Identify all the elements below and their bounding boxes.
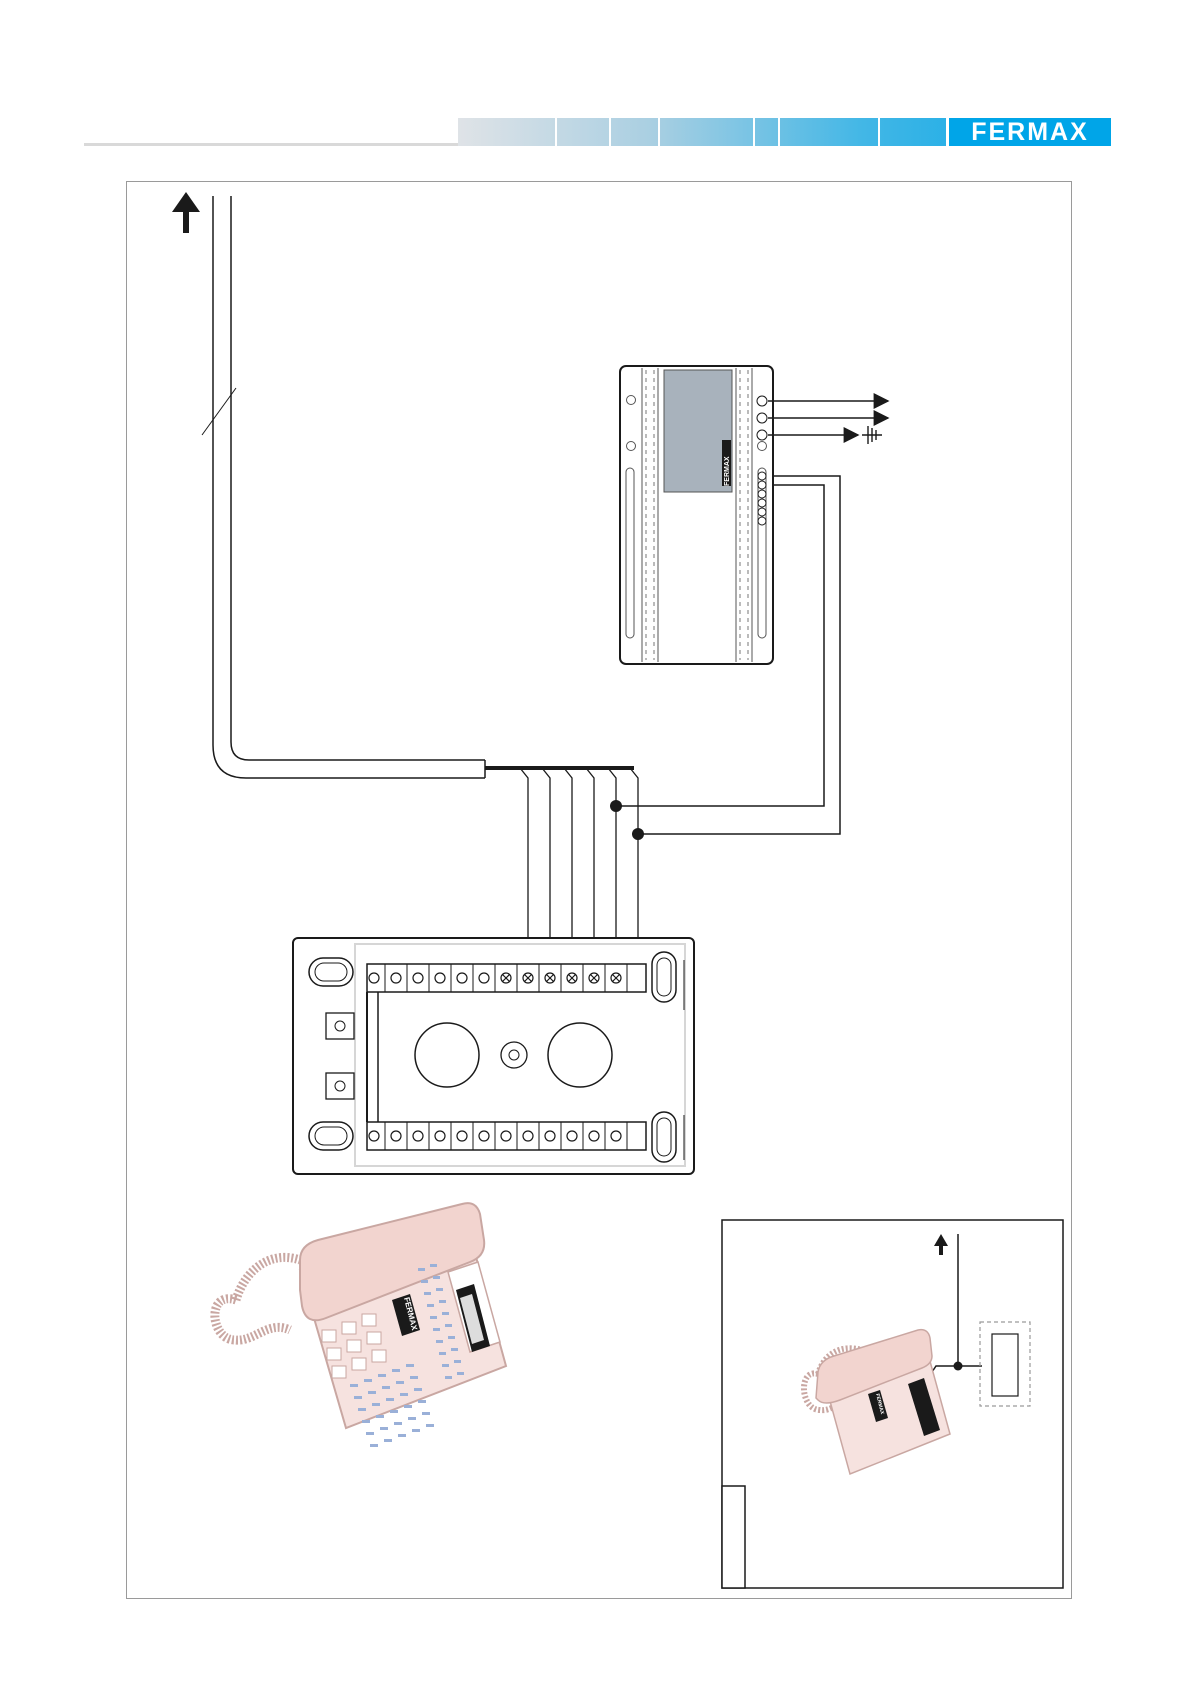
phone-key — [367, 1332, 381, 1344]
phone-function-key — [398, 1434, 406, 1437]
phone-function-key — [378, 1374, 386, 1377]
phone-memory-key — [433, 1276, 440, 1279]
phone-key — [352, 1358, 366, 1370]
phone-memory-key — [442, 1364, 449, 1367]
phone-memory-key — [421, 1280, 428, 1283]
phone-function-key — [386, 1398, 394, 1401]
phone-function-key — [412, 1429, 420, 1432]
phone-key — [372, 1350, 386, 1362]
phone-function-key — [372, 1403, 380, 1406]
phone-memory-key — [451, 1348, 458, 1351]
phone-memory-key — [427, 1304, 434, 1307]
phone-memory-key — [436, 1340, 443, 1343]
phone-memory-key — [430, 1316, 437, 1319]
phone-function-key — [370, 1444, 378, 1447]
phone-function-key — [384, 1439, 392, 1442]
phone-function-key — [418, 1400, 426, 1403]
phone-function-key — [400, 1393, 408, 1396]
phone-memory-key — [448, 1336, 455, 1339]
phone-memory-key — [445, 1376, 452, 1379]
power-supply-unit: FERMAX — [620, 366, 773, 664]
phone-function-key — [426, 1424, 434, 1427]
monitor-connector-base — [293, 938, 694, 1174]
phone-function-key — [392, 1369, 400, 1372]
phone-key — [362, 1314, 376, 1326]
phone-key — [347, 1340, 361, 1352]
phone-function-key — [390, 1410, 398, 1413]
phone-function-key — [422, 1412, 430, 1415]
phone-function-key — [410, 1376, 418, 1379]
bus-wires — [485, 768, 638, 956]
phone-key — [332, 1366, 346, 1378]
riser-cable — [202, 196, 485, 778]
junction-dot — [610, 800, 622, 812]
phone-function-key — [382, 1386, 390, 1389]
psu-logo: FERMAX — [724, 456, 731, 486]
phone-memory-key — [439, 1300, 446, 1303]
phone-function-key — [406, 1364, 414, 1367]
junction-dot — [632, 828, 644, 840]
phone-memory-key — [454, 1360, 461, 1363]
phone-function-key — [404, 1405, 412, 1408]
phone-memory-key — [439, 1352, 446, 1355]
phone-key — [327, 1348, 341, 1360]
phone-function-key — [394, 1422, 402, 1425]
phone-memory-key — [424, 1292, 431, 1295]
inset-panel: FERMAX — [722, 1220, 1063, 1588]
phone-function-key — [354, 1396, 362, 1399]
telephone-handset-illustration: FERMAX — [215, 1203, 506, 1447]
phone-memory-key — [436, 1288, 443, 1291]
phone-function-key — [366, 1432, 374, 1435]
phone-memory-key — [418, 1268, 425, 1271]
phone-function-key — [362, 1420, 370, 1423]
earth-ground-icon — [862, 426, 882, 444]
mains-outputs — [768, 401, 888, 435]
up-arrow-icon — [172, 192, 200, 233]
phone-key — [342, 1322, 356, 1334]
phone-memory-key — [430, 1264, 437, 1267]
phone-function-key — [408, 1417, 416, 1420]
phone-function-key — [358, 1408, 366, 1411]
phone-function-key — [396, 1381, 404, 1384]
phone-function-key — [368, 1391, 376, 1394]
phone-function-key — [364, 1379, 372, 1382]
phone-function-key — [376, 1415, 384, 1418]
phone-key — [322, 1330, 336, 1342]
phone-function-key — [350, 1384, 358, 1387]
phone-function-key — [380, 1427, 388, 1430]
phone-memory-key — [445, 1324, 452, 1327]
phone-memory-key — [433, 1328, 440, 1331]
phone-memory-key — [442, 1312, 449, 1315]
phone-function-key — [414, 1388, 422, 1391]
phone-memory-key — [457, 1372, 464, 1375]
